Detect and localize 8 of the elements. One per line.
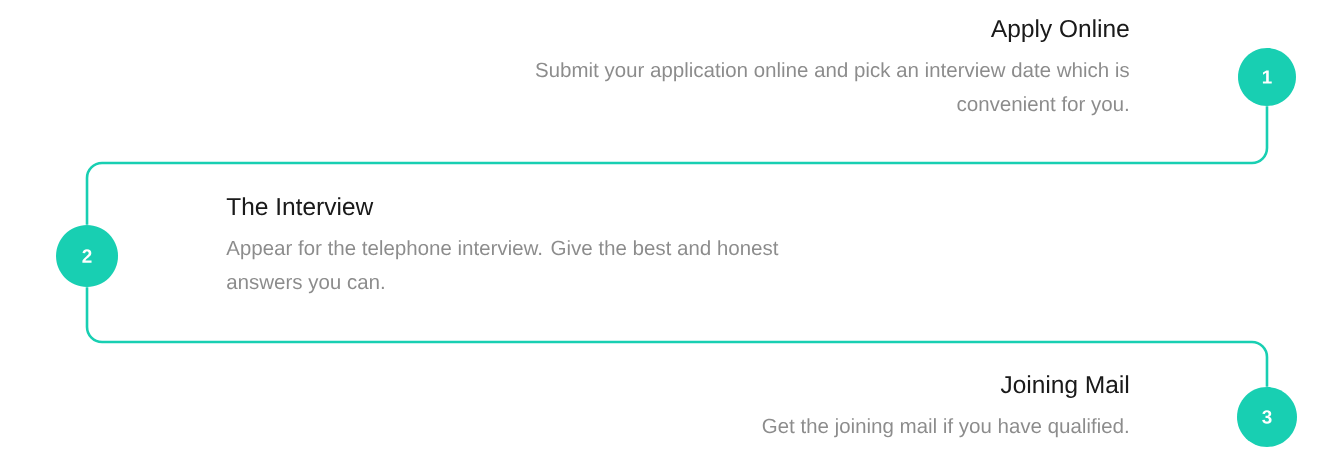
step-description: Submit your application online and pick an interview date which is convenient for you. [535,62,1129,116]
connector-line [85,287,1269,387]
step-description: Get the joining mail if you have qualified. [762,418,1128,438]
step-title: The Interview [226,197,374,216]
step-title: Joining Mail [1000,375,1129,399]
connector-line [85,106,1269,225]
step-title: Apply Online [990,19,1129,43]
step-description: Appear for the telephone interview. Give the best and honest answers you can. [226,240,779,294]
